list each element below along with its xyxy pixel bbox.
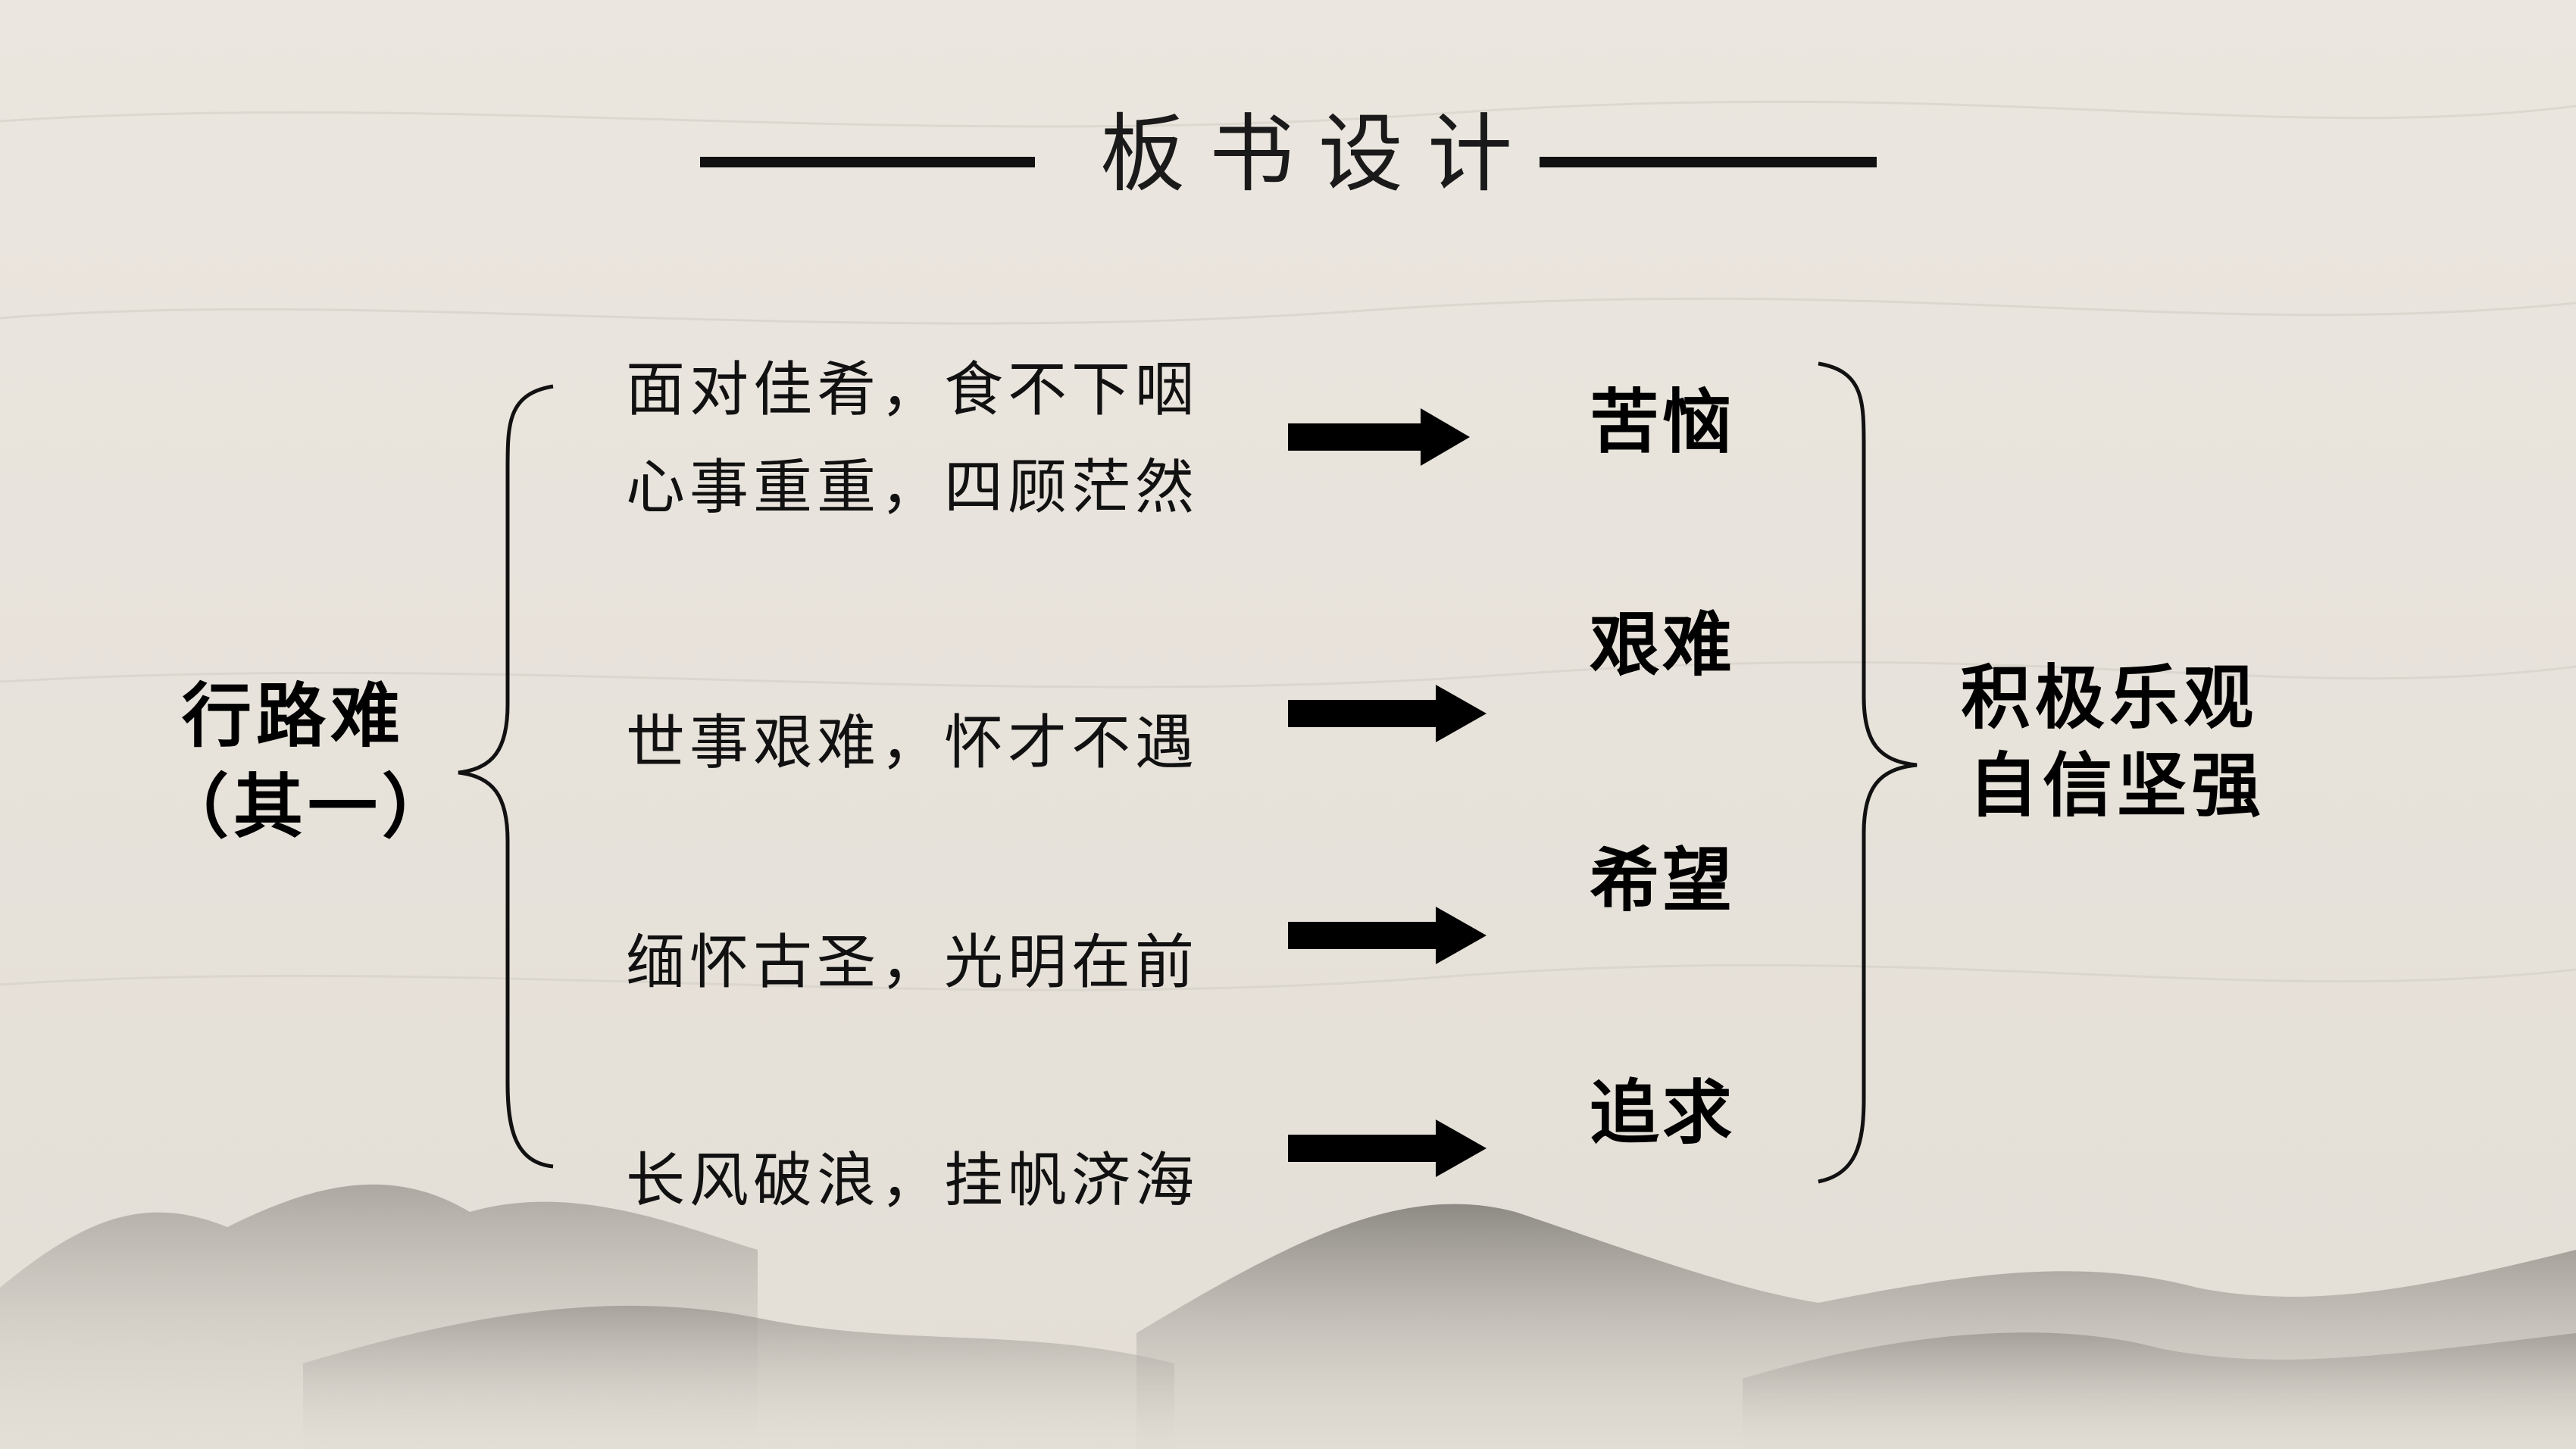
right-label-line2: 自信坚强 — [1968, 745, 2266, 826]
poem-line-3: 世事艰难，怀才不遇 — [626, 709, 1199, 777]
title-line-right — [1540, 157, 1877, 167]
right-label-line1: 积极乐观 — [1961, 657, 2259, 739]
left-label-line1: 行路难 — [182, 676, 405, 757]
page-title: 板书设计 — [1100, 105, 1537, 204]
poem-line-1: 面对佳肴，食不下咽 — [626, 356, 1199, 424]
keyword-3: 希望 — [1590, 840, 1736, 921]
ink-mountains — [0, 1184, 2576, 1449]
title-line-left — [700, 157, 1035, 167]
arrow-2 — [1288, 685, 1487, 742]
arrow-4 — [1288, 1120, 1487, 1177]
left-brace — [458, 384, 554, 1169]
poem-line-4: 缅怀古圣，光明在前 — [626, 929, 1199, 997]
keyword-4: 追求 — [1590, 1073, 1736, 1154]
arrow-3 — [1288, 907, 1487, 964]
poem-line-5: 长风破浪，挂帆济海 — [626, 1147, 1199, 1215]
keyword-2: 艰难 — [1590, 604, 1736, 685]
keyword-1: 苦恼 — [1590, 382, 1736, 463]
arrow-1 — [1288, 408, 1470, 466]
right-brace — [1818, 361, 1918, 1184]
poem-line-2: 心事重重，四顾茫然 — [626, 454, 1199, 522]
left-label-line2: （其一） — [159, 767, 457, 848]
